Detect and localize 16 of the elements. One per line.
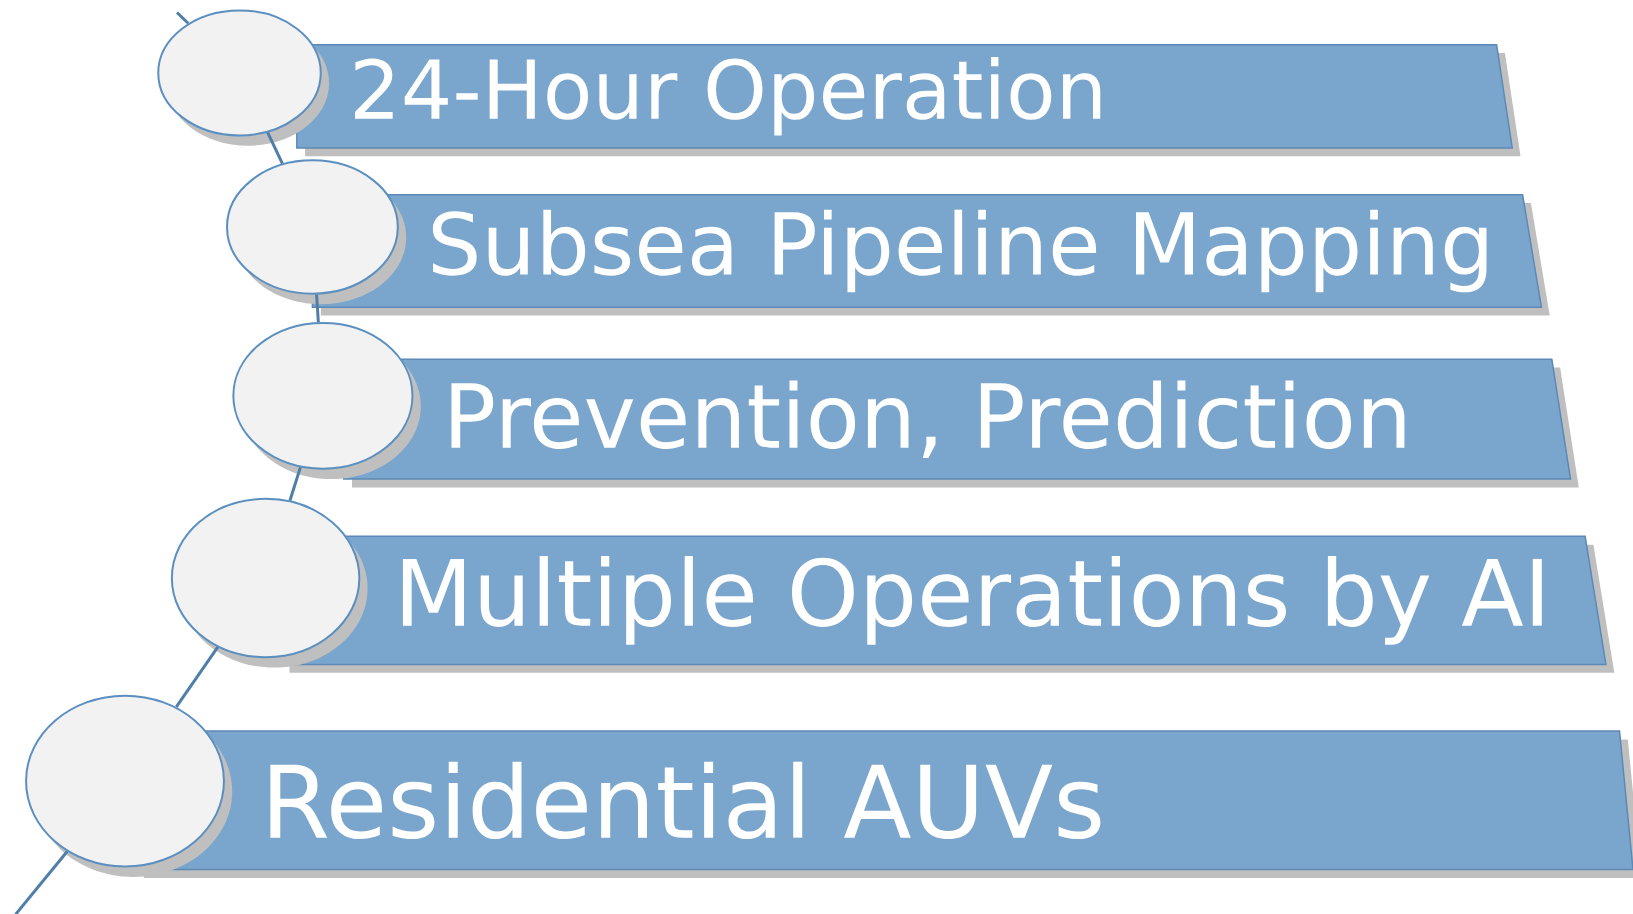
banner-bar: Subsea Pipeline Mapping <box>311 194 1550 316</box>
connector-line <box>14 850 69 914</box>
connector-line <box>175 11 190 25</box>
disc <box>157 9 330 146</box>
disc <box>232 321 421 480</box>
disc <box>25 694 233 877</box>
connector-line <box>175 646 219 708</box>
disc <box>170 497 368 668</box>
banner-bar: 24-Hour Operation <box>296 44 1521 157</box>
disc <box>226 159 407 305</box>
banner-bar: Multiple Operations by AI <box>280 535 1615 673</box>
banner-bar: Residential AUVs <box>134 730 1633 878</box>
banner-bar: Prevention, Prediction <box>342 358 1579 488</box>
connector-line <box>266 131 284 165</box>
connector-line <box>315 294 320 323</box>
connector-line <box>288 466 302 501</box>
